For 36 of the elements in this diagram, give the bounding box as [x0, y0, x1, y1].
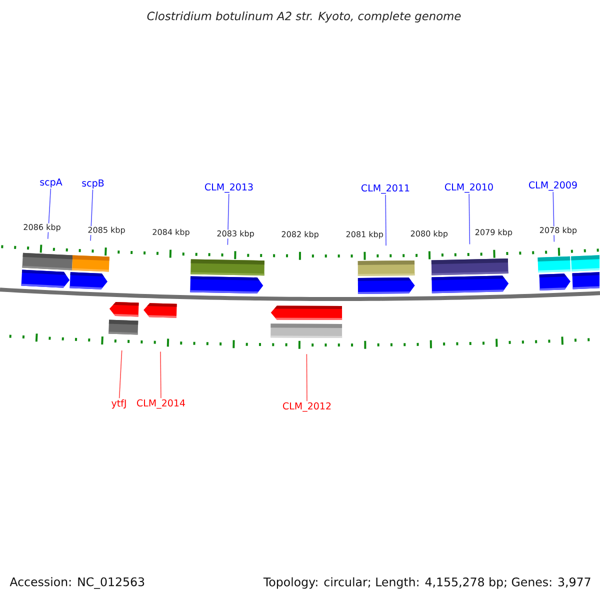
- footer-text: Topology: circular; Length: 4,155,278 bp; Genes: 3,977: [263, 577, 590, 589]
- gene-feature: [70, 272, 108, 290]
- gene-feature: [432, 276, 509, 294]
- scale-label: 2084 kbp: [152, 228, 190, 238]
- gene-feature: [144, 303, 177, 318]
- leader-line: [385, 194, 386, 246]
- scale-label: 2081 kbp: [345, 230, 384, 240]
- gene-label: CLM_2012: [283, 402, 331, 412]
- gene-label: CLM_2010: [445, 183, 493, 193]
- scale-label: 2082 kbp: [280, 230, 320, 240]
- gene-feature: [358, 278, 415, 294]
- gene-feature: [21, 270, 70, 288]
- scale-label: 2080 kbp: [410, 230, 449, 239]
- gene-label: CLM_2009: [529, 181, 577, 191]
- gene-feature: [190, 276, 264, 294]
- leader-line: [306, 354, 308, 402]
- scale-label: 2079 kbp: [474, 228, 514, 238]
- gene-feature: [109, 302, 139, 317]
- scale-label: 2083 kbp: [216, 230, 255, 239]
- gene-label: CLM_2013: [205, 183, 253, 193]
- gene-feature: [270, 306, 342, 320]
- leader-line: [118, 350, 122, 399]
- leader-line: [160, 351, 162, 399]
- scale-label: 2086 kbp: [22, 223, 62, 232]
- scale-label: 2085 kbp: [87, 226, 126, 235]
- gene-feature: [572, 272, 600, 290]
- gene-label: scpB: [82, 180, 104, 188]
- scale-label: 2078 kbp: [538, 226, 578, 236]
- footer-text: Accession: NC_012563: [10, 577, 144, 589]
- gene-feature: [539, 274, 570, 290]
- gene-label: CLM_2014: [137, 399, 185, 409]
- gene-label: CLM_2011: [362, 184, 410, 194]
- gene-label: ytfJ: [112, 399, 126, 409]
- leader-line: [468, 193, 470, 245]
- gene-label: scpA: [40, 178, 62, 188]
- title: Clostridium botulinum A2 str. Kyoto, complete genome: [147, 11, 461, 22]
